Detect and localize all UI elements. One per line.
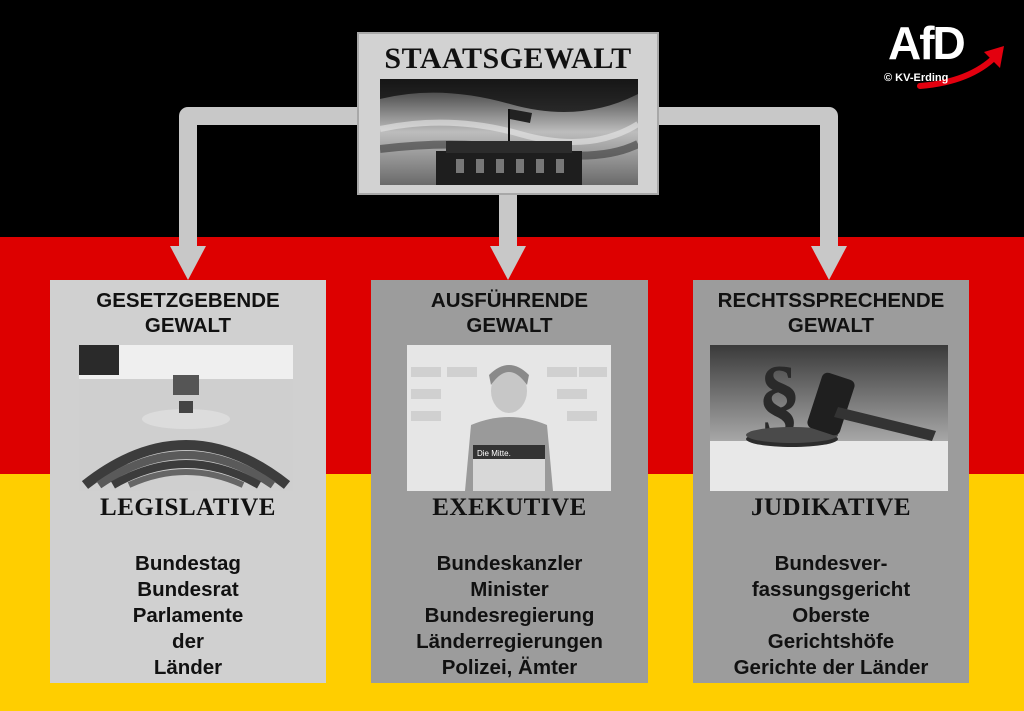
judicative-list: Bundesver- fassungsgericht Oberste Geric…: [693, 551, 969, 681]
arrow-left: [179, 107, 358, 250]
afd-logo: AfD © KV-Erding: [880, 16, 1010, 92]
executive-list: Bundeskanzler Minister Bundesregierung L…: [371, 551, 648, 681]
list-item: der: [172, 630, 204, 653]
list-item: Parlamente: [132, 604, 244, 627]
arrowhead-left: [170, 246, 206, 280]
staatsgewalt-box: STAATSGEWALT: [357, 32, 659, 195]
logo-credit: © KV-Erding: [884, 72, 949, 84]
arrow-right: [658, 107, 838, 250]
list-item: Gerichtshöfe: [767, 630, 895, 653]
heading-line: RECHTSSPRECHENDE: [717, 289, 945, 312]
logo-swoosh-icon: [917, 46, 1004, 89]
legislative-name: LEGISLATIVE: [100, 494, 276, 521]
heading-line: GESETZGEBENDE: [96, 289, 280, 312]
list-item: Polizei, Ämter: [441, 656, 578, 679]
list-item: fassungsgericht: [751, 578, 911, 601]
arrowhead-right: [811, 246, 847, 280]
heading-line: AUSFÜHRENDE: [430, 289, 589, 312]
list-item: Länderregierungen: [416, 630, 603, 653]
arrowhead-center: [490, 246, 526, 280]
list-item: Gerichte der Länder: [733, 656, 929, 679]
list-item: Bundesver-: [774, 552, 888, 575]
legislative-list: Bundestag Bundesrat Parlamente der Lände…: [50, 551, 326, 681]
list-item: Länder: [153, 656, 223, 679]
list-item: Bundestag: [135, 552, 241, 575]
podium-label: Die Mitte.: [477, 449, 511, 458]
executive-name: EXEKUTIVE: [432, 494, 587, 521]
legislative-box: GESETZGEBENDE GEWALT LEGISLATIVE Bundest…: [50, 280, 326, 683]
list-item: Oberste: [792, 604, 870, 627]
logo-brand: AfD: [888, 17, 966, 69]
parliament-photo: [79, 345, 293, 491]
list-item: Bundesregierung: [424, 604, 595, 627]
gavel-photo: §: [710, 345, 948, 491]
list-item: Minister: [470, 578, 549, 601]
heading-line: GEWALT: [787, 314, 875, 337]
list-item: Bundeskanzler: [436, 552, 583, 575]
reichstag-dome-photo: [380, 79, 638, 185]
chancellor-photo: Die Mitte.: [407, 345, 611, 491]
judicative-name: JUDIKATIVE: [750, 494, 912, 521]
legislative-heading: GESETZGEBENDE GEWALT: [50, 288, 326, 338]
executive-box: AUSFÜHRENDE GEWALT Die Mitte. EXEKUTIVE …: [371, 280, 648, 683]
executive-heading: AUSFÜHRENDE GEWALT: [371, 288, 648, 338]
judicative-heading: RECHTSSPRECHENDE GEWALT: [693, 288, 969, 338]
heading-line: GEWALT: [466, 314, 553, 337]
heading-line: GEWALT: [144, 314, 232, 337]
list-item: Bundesrat: [137, 578, 239, 601]
judicative-box: RECHTSSPRECHENDE GEWALT § JUDIKATIVE Bun…: [693, 280, 969, 683]
staatsgewalt-title: STAATSGEWALT: [384, 42, 632, 75]
